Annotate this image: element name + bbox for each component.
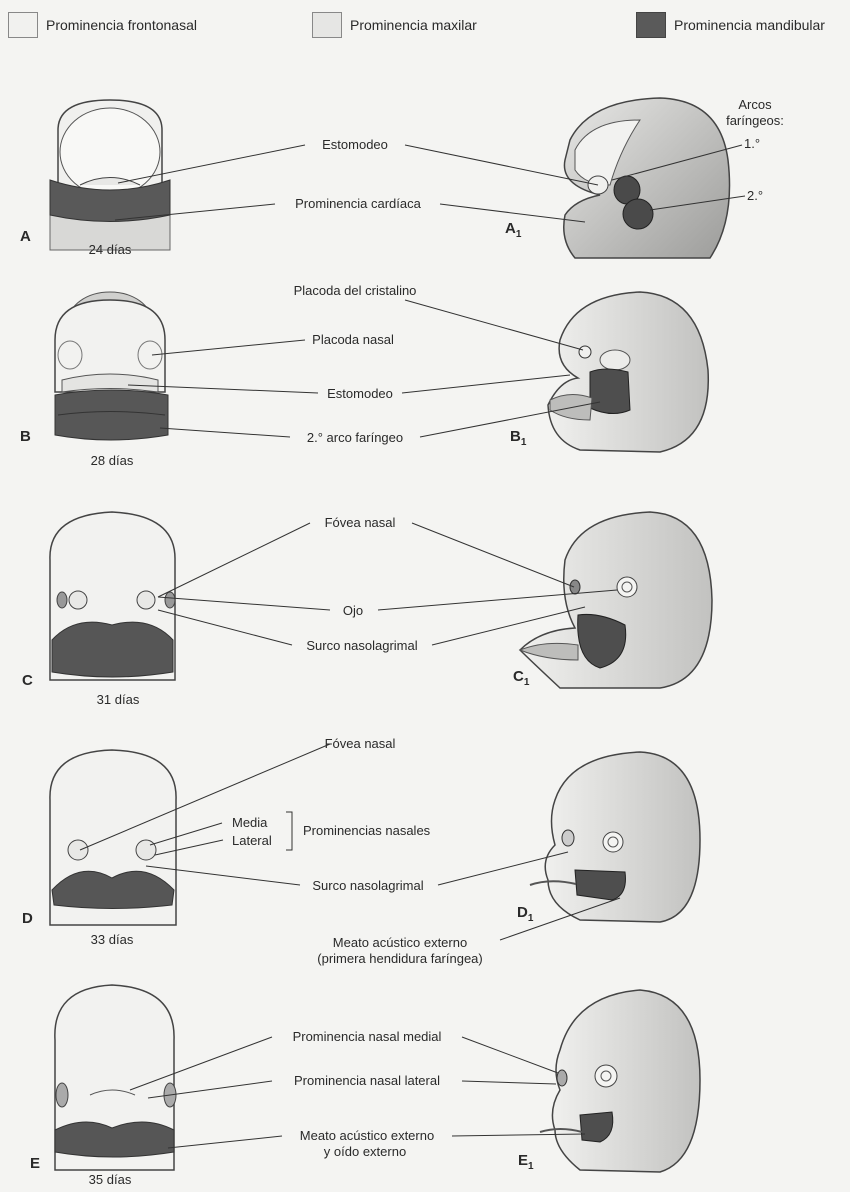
- embryo-c-front: [50, 512, 175, 680]
- label-c-fovea: Fóvea nasal: [325, 515, 396, 531]
- stage-days-b: 28 días: [91, 453, 134, 468]
- label-b-nasal: Placoda nasal: [312, 332, 394, 348]
- stage-days-d: 33 días: [91, 932, 134, 947]
- label-d-meato-1: Meato acústico externo: [333, 935, 467, 951]
- stage-letter-c1: C1: [513, 668, 529, 688]
- stage-days-a: 24 días: [89, 242, 132, 257]
- label-c-ojo: Ojo: [343, 603, 363, 619]
- stage-letter-a1: A1: [505, 220, 521, 240]
- label-a-cardiaca: Prominencia cardíaca: [295, 196, 421, 212]
- stage-letter-d1: D1: [517, 904, 533, 924]
- label-arcos-1: Arcos: [738, 97, 771, 113]
- stage-letter-d: D: [22, 910, 33, 927]
- stage-letter-e1: E1: [518, 1152, 534, 1172]
- embryo-b-front: [55, 292, 168, 440]
- label-d-media: Media: [232, 815, 267, 831]
- label-e-lateral: Prominencia nasal lateral: [294, 1073, 440, 1089]
- label-e-meato-1: Meato acústico externo: [300, 1128, 434, 1144]
- embryo-a-front: [50, 100, 170, 250]
- label-d-prominencias: Prominencias nasales: [303, 823, 430, 839]
- label-arco-1: 1.°: [744, 136, 760, 152]
- label-b-cristalino: Placoda del cristalino: [294, 283, 417, 299]
- embryo-c-side: [520, 512, 712, 688]
- embryo-b-side: [548, 292, 708, 452]
- embryo-e-front: [55, 985, 176, 1170]
- embryo-a-side: [564, 98, 730, 258]
- label-b-arco: 2.° arco faríngeo: [307, 430, 403, 446]
- label-d-fovea: Fóvea nasal: [325, 736, 396, 752]
- stage-letter-c: C: [22, 672, 33, 689]
- label-e-meato-2: y oído externo: [324, 1144, 406, 1160]
- stage-days-e: 35 días: [89, 1172, 132, 1187]
- label-d-meato-2: (primera hendidura faríngea): [317, 951, 482, 967]
- label-arco-2: 2.°: [747, 188, 763, 204]
- label-a-estomodeo: Estomodeo: [322, 137, 388, 153]
- label-c-surco: Surco nasolagrimal: [306, 638, 417, 654]
- embryo-e-side: [540, 990, 700, 1172]
- stage-letter-e: E: [30, 1155, 40, 1172]
- label-d-surco: Surco nasolagrimal: [312, 878, 423, 894]
- embryo-d-side: [530, 752, 700, 922]
- label-b-estomodeo: Estomodeo: [327, 386, 393, 402]
- stage-days-c: 31 días: [97, 692, 140, 707]
- label-d-lateral: Lateral: [232, 833, 272, 849]
- stage-letter-b: B: [20, 428, 31, 445]
- stage-letter-b1: B1: [510, 428, 526, 448]
- label-arcos-2: faríngeos:: [726, 113, 784, 129]
- stage-letter-a: A: [20, 228, 31, 245]
- label-e-medial: Prominencia nasal medial: [293, 1029, 442, 1045]
- embryo-d-front: [50, 750, 176, 925]
